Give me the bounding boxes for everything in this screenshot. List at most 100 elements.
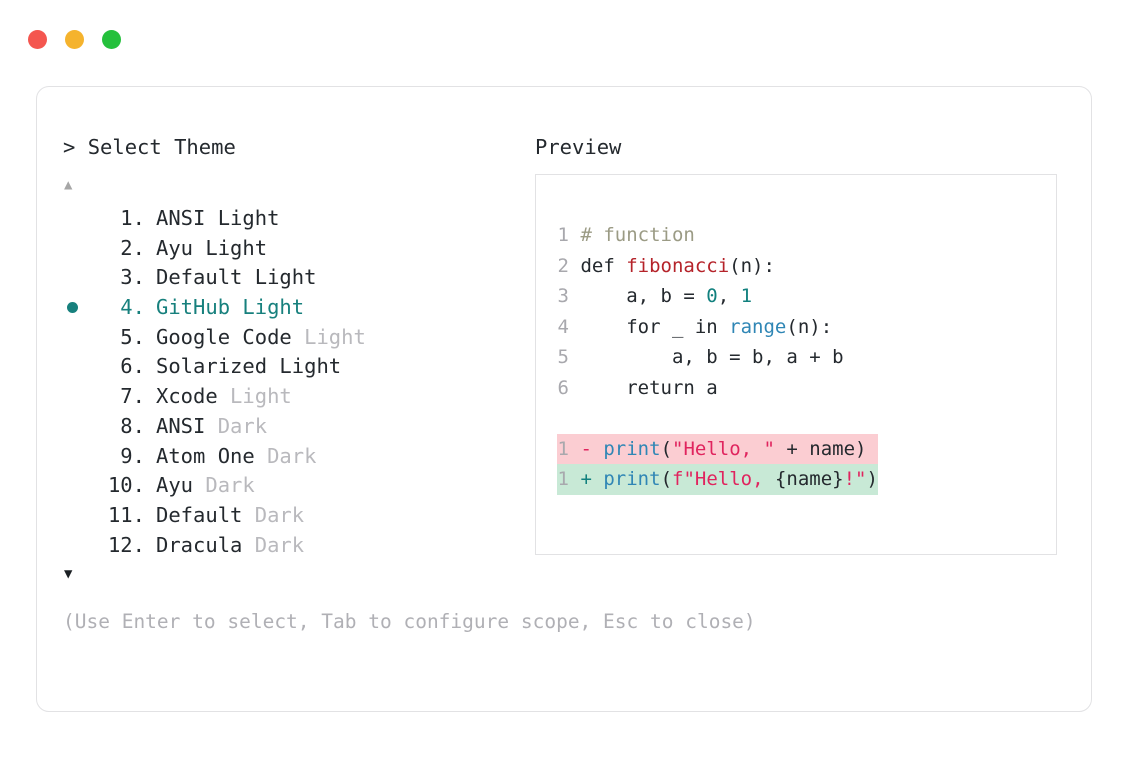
theme-item-variant: Light bbox=[291, 324, 366, 349]
code-line: 1 # function bbox=[557, 220, 878, 251]
theme-item-name: Atom One Dark bbox=[156, 443, 317, 468]
code-token: fibonacci bbox=[626, 254, 730, 277]
line-number: 5 bbox=[557, 346, 569, 368]
diff-sign: - bbox=[580, 437, 592, 460]
code-token: print bbox=[603, 437, 661, 460]
code-token: ( bbox=[660, 468, 673, 490]
theme-list-item[interactable]: 9. Atom One Dark bbox=[63, 442, 533, 472]
theme-item-number: 7. bbox=[107, 384, 145, 409]
traffic-lights bbox=[28, 30, 121, 49]
theme-item-name: Google Code Light bbox=[156, 324, 366, 349]
line-number: 6 bbox=[557, 376, 569, 399]
code-blank-line bbox=[557, 403, 878, 434]
code-line: 3 a, b = 0, 1 bbox=[557, 281, 878, 312]
code-token: (n): bbox=[786, 315, 833, 338]
code-token: def bbox=[580, 254, 627, 277]
line-number: 2 bbox=[557, 254, 569, 277]
diff-removed-line: 1 - print("Hello, " + name) bbox=[557, 433, 878, 464]
theme-list-item[interactable]: 7. Xcode Light bbox=[63, 382, 533, 412]
keyboard-hint: (Use Enter to select, Tab to configure s… bbox=[63, 610, 756, 633]
code-token: 0 bbox=[706, 285, 718, 307]
code-token: # function bbox=[580, 224, 695, 246]
code-token: 1 bbox=[740, 285, 753, 307]
theme-item-number: 1. bbox=[107, 206, 145, 230]
theme-item-variant: Dark bbox=[242, 502, 305, 527]
theme-item-name: ANSI Light bbox=[156, 206, 280, 230]
code-line: 2 def fibonacci(n): bbox=[557, 251, 878, 282]
theme-item-number: 2. bbox=[107, 235, 145, 260]
theme-item-number: 9. bbox=[107, 443, 145, 468]
theme-list-item[interactable]: 10. Ayu Dark bbox=[63, 471, 533, 501]
code-token: for _ in bbox=[580, 315, 730, 338]
theme-item-number: 4. bbox=[107, 295, 145, 320]
code-token: {name} bbox=[774, 468, 844, 490]
line-number: 1 bbox=[557, 437, 569, 460]
minimize-window-button[interactable] bbox=[65, 30, 84, 49]
code-token: !" bbox=[843, 468, 867, 490]
theme-list-item[interactable]: 5. Google Code Light bbox=[63, 323, 533, 353]
theme-list-item[interactable]: 6. Solarized Light bbox=[63, 352, 533, 382]
close-window-button[interactable] bbox=[28, 30, 47, 49]
theme-item-number: 6. bbox=[107, 354, 145, 379]
code-token: print bbox=[603, 468, 661, 490]
diff-sign: + bbox=[580, 468, 592, 490]
theme-item-name: GitHub Light bbox=[156, 295, 305, 320]
code-token: , bbox=[717, 285, 741, 307]
theme-item-variant: Dark bbox=[193, 473, 255, 498]
theme-list-panel: > Select Theme ▲ 1. ANSI Light 2.Ayu Ligh… bbox=[63, 133, 533, 584]
theme-selector-card: > Select Theme ▲ 1. ANSI Light 2.Ayu Ligh… bbox=[36, 86, 1092, 712]
preview-title: Preview bbox=[535, 135, 622, 159]
theme-item-name: Solarized Light bbox=[156, 354, 342, 379]
theme-item-variant: Light bbox=[217, 384, 292, 409]
theme-item-variant: Dark bbox=[205, 413, 268, 438]
theme-item-number: 12. bbox=[107, 532, 145, 557]
theme-item-number: 11. bbox=[107, 502, 145, 527]
maximize-window-button[interactable] bbox=[102, 30, 121, 49]
code-token: "Hello, " bbox=[672, 437, 775, 460]
theme-item-number: 8. bbox=[107, 413, 145, 438]
selection-indicator-cell bbox=[63, 302, 97, 314]
line-number: 3 bbox=[557, 285, 569, 307]
page-title: > Select Theme bbox=[63, 133, 533, 161]
theme-list-item[interactable]: 2.Ayu Light bbox=[63, 234, 533, 264]
code-token: return a bbox=[580, 376, 718, 399]
theme-list-item[interactable]: 1. ANSI Light bbox=[63, 204, 533, 234]
theme-item-name: Dracula Dark bbox=[156, 532, 305, 557]
code-token: + name) bbox=[774, 437, 867, 460]
line-number: 1 bbox=[557, 468, 569, 490]
theme-list[interactable]: 1. ANSI Light 2.Ayu Light 3.Default Light… bbox=[63, 204, 533, 560]
scroll-up-icon[interactable]: ▲ bbox=[64, 177, 73, 193]
theme-item-name: Default Dark bbox=[156, 502, 305, 527]
code-token: a, b = bbox=[580, 285, 707, 307]
code-token: ( bbox=[660, 437, 673, 460]
theme-item-name: ANSI Dark bbox=[156, 413, 268, 438]
theme-list-item[interactable]: 4. GitHub Light bbox=[63, 293, 533, 323]
scroll-down-icon[interactable]: ▼ bbox=[64, 566, 73, 583]
theme-item-number: 5. bbox=[107, 324, 145, 349]
prompt-symbol: > bbox=[63, 135, 88, 159]
code-token: ) bbox=[866, 468, 878, 490]
code-token: (n): bbox=[729, 254, 775, 277]
code-line: 4 for _ in range(n): bbox=[557, 312, 878, 343]
theme-item-number: 10. bbox=[107, 473, 145, 498]
code-line: 5 a, b = b, a + b bbox=[557, 342, 878, 373]
theme-item-name: Xcode Light bbox=[156, 384, 292, 409]
theme-item-name: Ayu Dark bbox=[156, 473, 255, 498]
diff-added-line: 1 + print(f"Hello, {name}!") bbox=[557, 464, 878, 495]
code-token: f"Hello, bbox=[672, 468, 775, 490]
theme-item-number: 3. bbox=[107, 265, 145, 290]
theme-item-variant: Dark bbox=[242, 532, 305, 557]
theme-list-item[interactable]: 3.Default Light bbox=[63, 263, 533, 293]
theme-list-item[interactable]: 12. Dracula Dark bbox=[63, 531, 533, 561]
page-title-text: Select Theme bbox=[87, 135, 236, 159]
selected-bullet-icon bbox=[67, 302, 78, 314]
theme-list-item[interactable]: 11. Default Dark bbox=[63, 501, 533, 531]
line-number: 1 bbox=[557, 224, 569, 246]
theme-list-item[interactable]: 8. ANSI Dark bbox=[63, 412, 533, 442]
theme-item-variant: Dark bbox=[254, 443, 317, 468]
code-token: a, b = b, a + b bbox=[580, 346, 844, 368]
code-line: 6 return a bbox=[557, 373, 878, 404]
